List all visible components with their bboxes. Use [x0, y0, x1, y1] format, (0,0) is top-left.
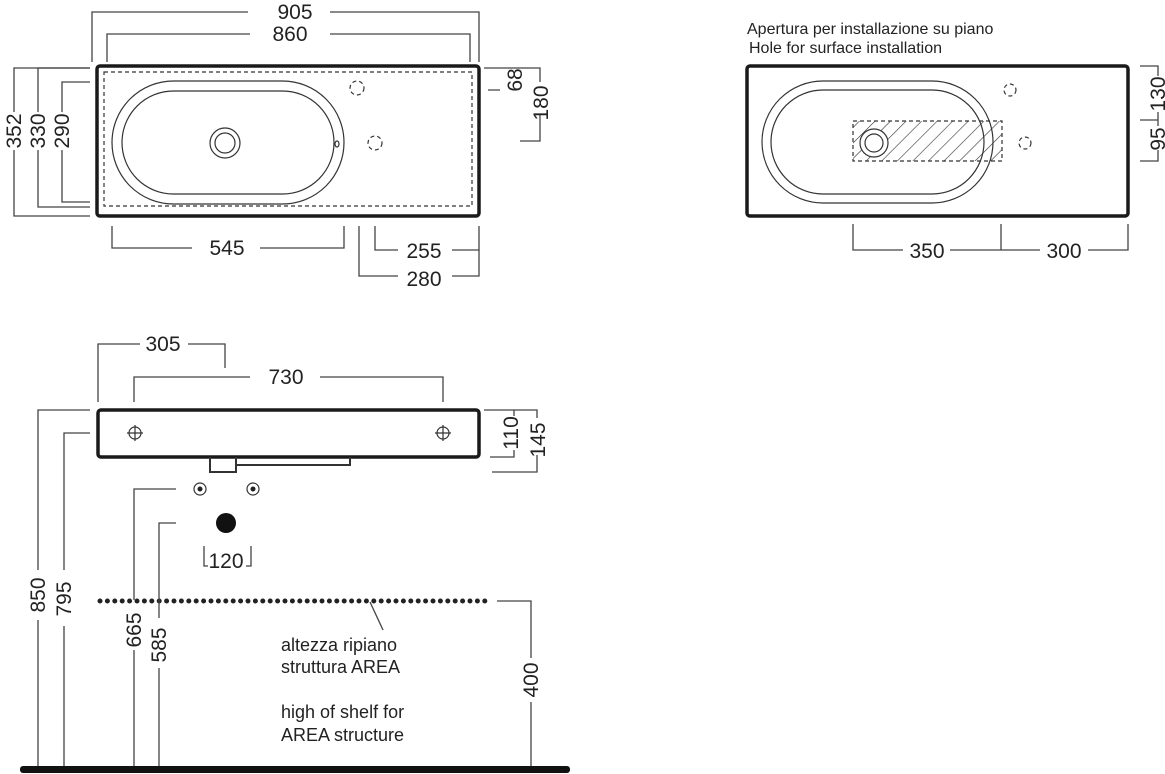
drain-inner — [214, 132, 236, 154]
tap-hole-icon — [367, 135, 383, 151]
tap-hole-icon — [1003, 83, 1017, 97]
dim-860: 860 — [272, 23, 307, 46]
fixing-hole-icon — [127, 425, 143, 441]
dim-290: 290 — [51, 113, 74, 148]
dim-350: 350 — [909, 240, 944, 263]
dim-850: 850 — [27, 577, 50, 612]
dim-795: 795 — [53, 581, 76, 616]
drain-icon — [859, 128, 889, 158]
dim-180: 180 — [530, 85, 553, 120]
floor-line — [20, 766, 570, 773]
dim-665: 665 — [123, 612, 146, 647]
dim-120: 120 — [208, 550, 243, 573]
dim-330: 330 — [27, 113, 50, 148]
drain-icon — [209, 127, 241, 159]
valve-icon — [193, 482, 207, 496]
dim-585: 585 — [148, 627, 171, 662]
front-view: 305 730 110 145 120 850 795 665 585 400 … — [20, 333, 570, 773]
dim-400: 400 — [520, 662, 543, 697]
top-view: 905 860 352 330 290 68 180 545 255 280 — [3, 1, 553, 291]
tap-hole-icon — [1018, 136, 1032, 150]
overflow-icon — [334, 140, 340, 148]
dim-545: 545 — [209, 237, 244, 260]
dim-352: 352 — [3, 113, 26, 148]
note-it-line1: altezza ripiano — [281, 635, 397, 655]
basin-bowl-inner — [121, 90, 335, 195]
dim-255: 255 — [406, 240, 441, 263]
valve-icon — [246, 482, 260, 496]
dim-130: 130 — [1147, 76, 1165, 111]
basin-outline — [95, 64, 481, 218]
surface-title-it: Apertura per installazione su piano — [747, 21, 993, 38]
dim-110: 110 — [500, 416, 523, 449]
drain-inner — [864, 133, 884, 153]
dim-95: 95 — [1147, 127, 1165, 150]
surface-title-en: Hole for surface installation — [749, 40, 942, 57]
inner-dashed-outline — [103, 71, 473, 207]
tap-hole-icon — [349, 80, 365, 96]
dim-905: 905 — [277, 1, 312, 24]
dim-305: 305 — [145, 333, 180, 356]
basin-bowl-outer — [111, 80, 345, 205]
dim-68: 68 — [504, 68, 527, 91]
note-en-line1: high of shelf for — [281, 702, 404, 722]
note-en-line2: AREA structure — [281, 725, 404, 745]
dim-300: 300 — [1046, 240, 1081, 263]
surface-installation-view: Apertura per installazione su piano Hole… — [745, 21, 1165, 263]
basin-front-outline — [96, 408, 481, 459]
note-it-line2: struttura AREA — [281, 657, 400, 677]
dim-280: 280 — [406, 268, 441, 291]
dim-730: 730 — [268, 366, 303, 389]
dim-145: 145 — [527, 422, 550, 457]
fixing-hole-icon — [435, 425, 451, 441]
waste-outlet-icon — [216, 513, 236, 533]
